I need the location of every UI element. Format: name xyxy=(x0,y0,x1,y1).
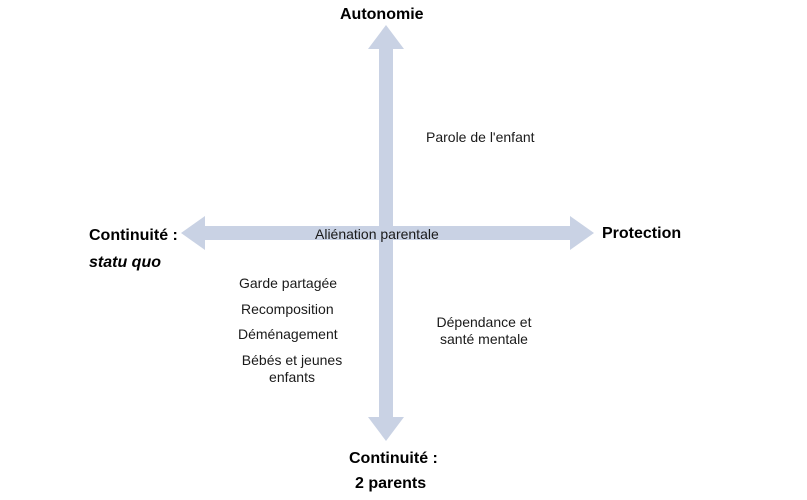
topic-bebes: Bébés et jeunes enfants xyxy=(232,352,352,386)
pole-bottom-label-line2: 2 parents xyxy=(355,475,427,492)
pole-left-label-line1: Continuité : xyxy=(89,227,178,244)
pole-bottom-label-line1: Continuité : xyxy=(349,450,438,467)
topic-parole: Parole de l'enfant xyxy=(426,129,535,145)
topic-alienation: Aliénation parentale xyxy=(315,226,439,242)
topic-recomposition: Recomposition xyxy=(241,301,334,317)
topic-dependance-line1: Dépendance et xyxy=(436,314,532,330)
topic-dependance: Dépendance et santé mentale xyxy=(424,314,544,348)
topic-demenagement: Déménagement xyxy=(238,326,338,342)
topic-bebes-line1: Bébés et jeunes xyxy=(241,352,343,368)
pole-left-label-line2: statu quo xyxy=(89,254,161,271)
arrow-up-icon xyxy=(368,25,404,49)
pole-top-label: Autonomie xyxy=(340,6,424,23)
topic-dependance-line2: santé mentale xyxy=(440,331,528,347)
topic-garde: Garde partagée xyxy=(239,275,338,291)
horizontal-axis xyxy=(200,226,574,240)
arrow-left-icon xyxy=(181,216,205,250)
topic-bebes-line2: enfants xyxy=(269,369,315,385)
arrow-right-icon xyxy=(570,216,594,250)
arrow-down-icon xyxy=(368,417,404,441)
pole-right-label: Protection xyxy=(602,225,682,242)
